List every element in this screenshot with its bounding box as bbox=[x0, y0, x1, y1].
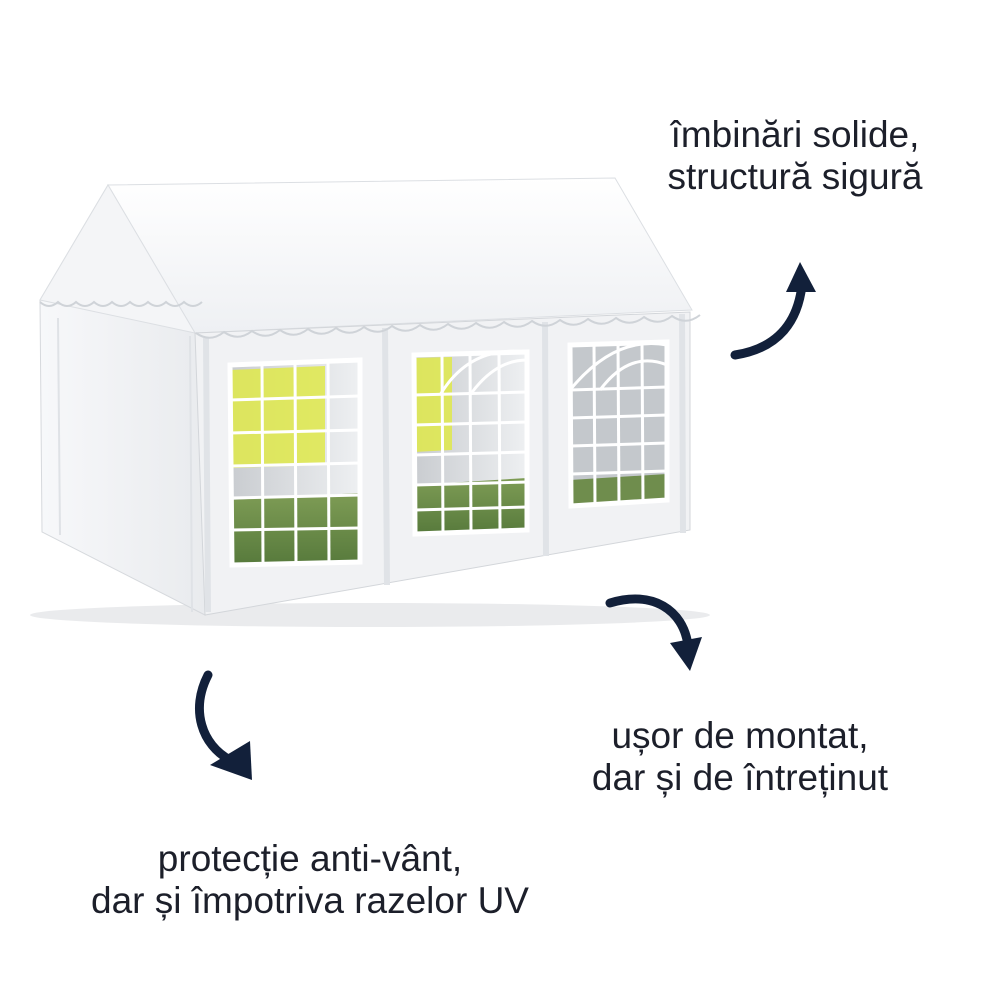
caption-joints: îmbinări solide, structură sigură bbox=[610, 114, 980, 198]
arrow-down-right-icon bbox=[605, 594, 702, 671]
caption-assembly-line1: ușor de montat, bbox=[611, 715, 869, 756]
caption-protection-line2: dar și împotriva razelor UV bbox=[91, 880, 529, 921]
tent-window-3 bbox=[567, 339, 670, 509]
tent-roof bbox=[39, 177, 693, 334]
caption-joints-line1: îmbinări solide, bbox=[670, 114, 920, 155]
arrow-down-icon bbox=[195, 670, 252, 780]
caption-assembly: ușor de montat, dar și de întreținut bbox=[520, 715, 960, 799]
tent-window-2 bbox=[411, 349, 530, 537]
caption-protection-line1: protecție anti-vânt, bbox=[157, 838, 463, 879]
caption-assembly-line2: dar și de întreținut bbox=[591, 757, 889, 798]
caption-protection: protecție anti-vânt, dar și împotriva ra… bbox=[10, 838, 610, 922]
arrow-up-right-icon bbox=[730, 262, 816, 360]
caption-joints-line2: structură sigură bbox=[667, 156, 923, 197]
tent-valance bbox=[39, 300, 701, 339]
tent-window-1 bbox=[227, 357, 363, 568]
